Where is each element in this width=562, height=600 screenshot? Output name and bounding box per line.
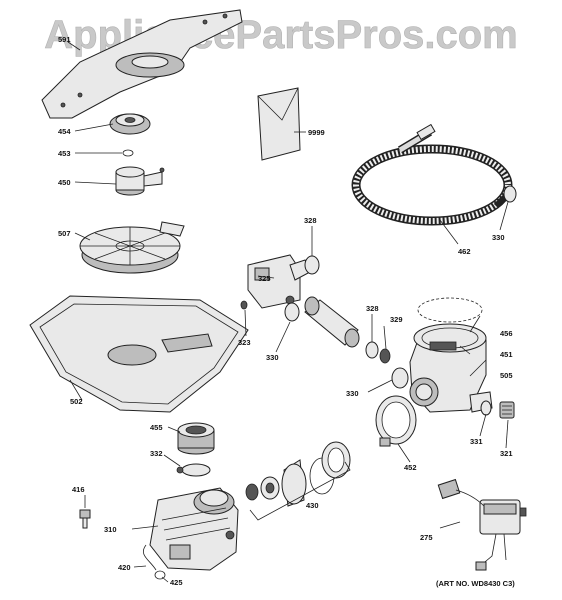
wire-harness-275 [437,478,527,571]
clamp-452 [375,395,417,447]
leader-lines [67,41,509,583]
o-ring-453 [122,149,134,157]
art-number: (ART NO. WD8430 C3) [436,579,515,588]
o-ring-328b [365,341,379,359]
callout-453: 453 [58,149,71,158]
o-ring-425 [154,570,166,580]
callout-275: 275 [420,533,433,542]
literature-envelope-9999 [257,87,301,161]
callout-labels: 591 454 453 450 507 9999 328 330 462 325… [58,35,513,587]
callout-332: 332 [150,449,163,458]
callout-505: 505 [500,371,513,380]
sump-tray-502 [29,295,249,413]
spray-coupling-450 [115,166,165,196]
grommet-455 [177,422,215,455]
callout-9999: 9999 [308,128,325,137]
callout-425: 425 [170,578,183,587]
callout-328-upper: 328 [304,216,317,225]
drain-hose-462 [351,123,513,226]
callout-329: 329 [390,315,403,324]
hose-clamp-330b [284,302,300,322]
lower-spray-arm [41,9,243,119]
callout-310: 310 [104,525,117,534]
hose-clamp-330a [503,185,517,203]
sump-505 [409,323,493,413]
callout-456: 456 [500,329,513,338]
callout-454: 454 [58,127,71,136]
spray-arm-hub [109,113,151,135]
check-valve-321 [499,401,515,419]
washer-323 [240,300,248,310]
callout-420: 420 [118,563,131,572]
wire-420 [142,544,157,571]
callout-325: 325 [258,274,271,283]
callout-507: 507 [58,229,71,238]
pump-motor-310 [149,487,239,571]
callout-452: 452 [404,463,417,472]
callout-330-manifold: 330 [266,353,279,362]
callout-321: 321 [500,449,513,458]
seal-456 [417,297,483,323]
hose-clamp-332 [176,463,211,477]
callout-455: 455 [150,423,163,432]
o-ring-331 [480,400,492,416]
callout-330-hose: 330 [492,233,505,242]
callout-331: 331 [470,437,483,446]
filter-451 [429,341,457,351]
callout-323: 323 [238,338,251,347]
callout-450: 450 [58,178,71,187]
o-ring-328a [304,255,320,275]
callout-462: 462 [458,247,471,256]
callout-416: 416 [72,485,85,494]
callout-451: 451 [500,350,513,359]
o-ring-329 [379,348,391,364]
drain-tube [304,296,360,348]
impeller-kit-430 [245,441,351,521]
bolt-416 [79,509,91,529]
callout-430: 430 [306,501,319,510]
filter-disc-507 [79,221,185,274]
callout-328-lower: 328 [366,304,379,313]
callout-591: 591 [58,35,71,44]
callout-502: 502 [70,397,83,406]
hose-clamp-330c [391,367,409,389]
callout-330-sump: 330 [346,389,359,398]
